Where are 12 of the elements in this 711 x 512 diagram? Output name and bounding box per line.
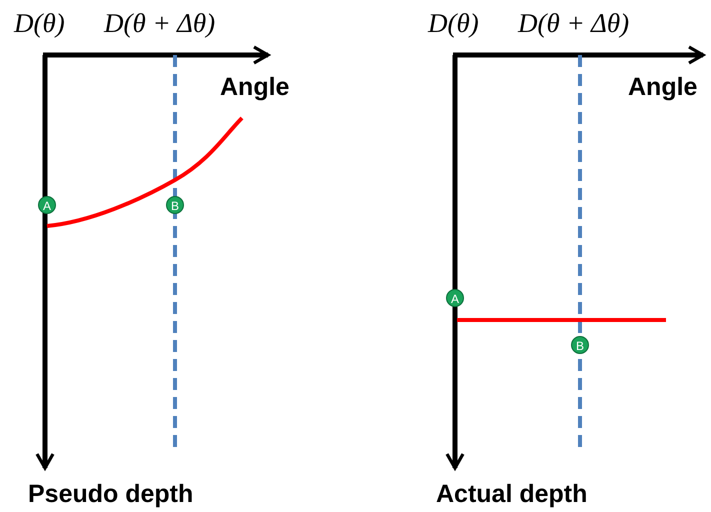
point-marker: B xyxy=(571,336,589,354)
axis-label: Pseudo depth xyxy=(28,482,194,507)
point-marker: A xyxy=(38,196,56,214)
axis-label: Angle xyxy=(220,75,290,100)
axis-label: D(θ + Δθ) xyxy=(518,10,630,37)
axis-label: D(θ) xyxy=(428,10,479,37)
axis-label: Actual depth xyxy=(436,482,588,507)
axis-label: Angle xyxy=(628,75,698,100)
point-marker: B xyxy=(166,196,184,214)
axis-label: D(θ + Δθ) xyxy=(104,10,216,37)
axis-label: D(θ) xyxy=(14,10,65,37)
point-marker: A xyxy=(446,289,464,307)
